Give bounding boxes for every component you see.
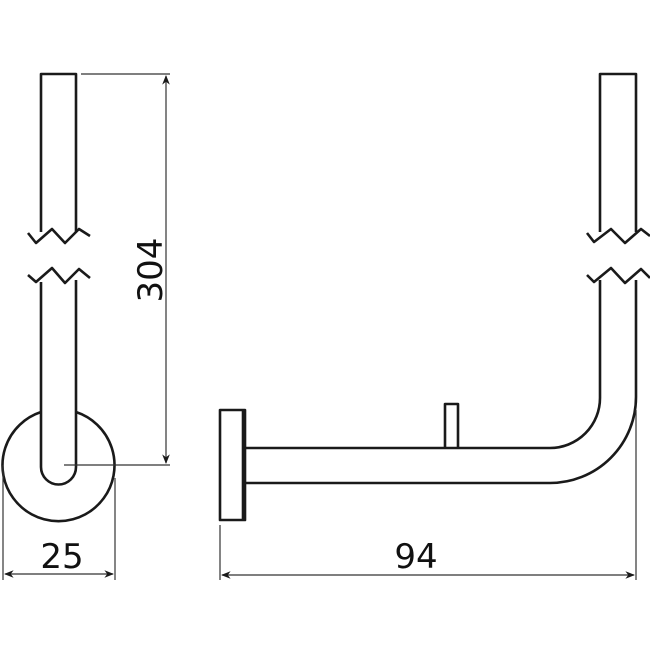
arm-inner-edge (246, 280, 602, 450)
arm-outer-edge (246, 280, 638, 485)
break-zigzag-upper-front (585, 227, 650, 245)
break-zigzag-lower-front (586, 266, 650, 285)
dimension-label-25: 25 (40, 537, 83, 577)
break-zigzag-upper (26, 227, 91, 245)
dimension-label-304: 304 (131, 238, 171, 303)
side-tube-bottom (39, 280, 78, 486)
rosette-circle (1, 410, 116, 523)
dimension-projection: 94 (219, 410, 637, 580)
dimension-rosette: 25 (2, 465, 116, 580)
break-zigzag-lower (27, 266, 91, 285)
side-tube-top (39, 72, 78, 232)
front-view (218, 72, 650, 522)
dimension-label-94: 94 (394, 537, 437, 577)
side-view (1, 72, 116, 523)
wall-plate (218, 408, 247, 522)
retaining-pin (443, 402, 460, 448)
front-tube-top (598, 72, 638, 232)
dimension-height: 304 (64, 73, 171, 466)
